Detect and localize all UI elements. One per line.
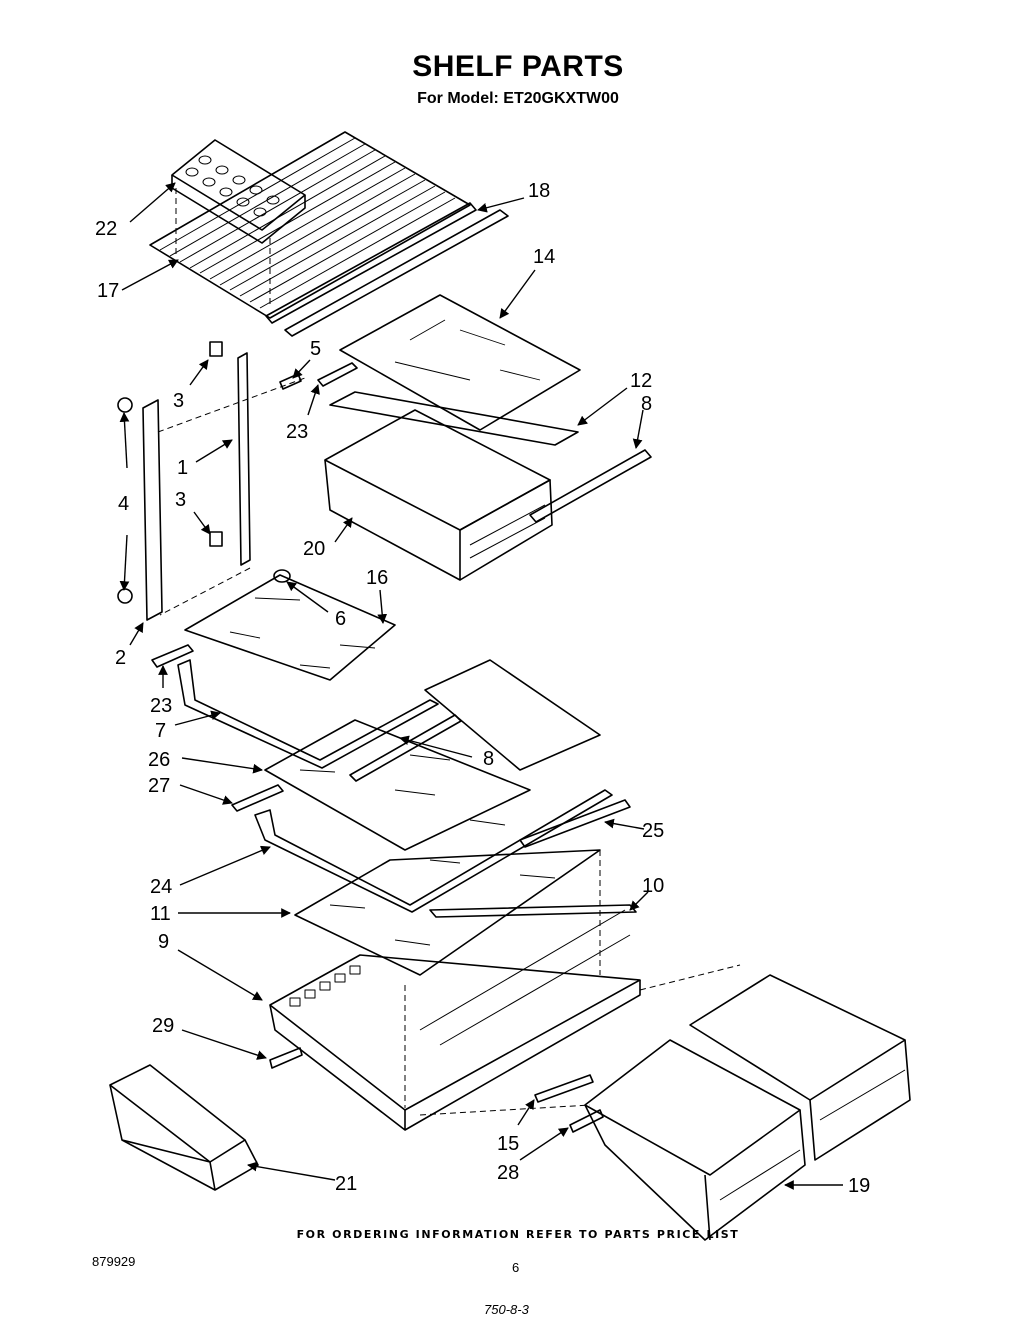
part-1-rail (237, 352, 251, 566)
part-25-trim (519, 799, 631, 848)
part-9-crisper-cover (269, 909, 641, 1131)
model-subtitle: For Model: ET20GKXTW00 (417, 90, 619, 107)
callout-21: 21 (335, 1173, 357, 1195)
part-8-trim-upper (529, 449, 652, 523)
callout-28: 28 (497, 1162, 519, 1184)
callout-2: 2 (115, 647, 126, 669)
part-24-shelf-frame (254, 789, 613, 913)
part-21-door-bin (109, 1064, 259, 1191)
part-12-shelf-frame (329, 391, 579, 446)
callout-14: 14 (533, 246, 555, 268)
callout-7: 7 (155, 720, 166, 742)
callout-15: 15 (497, 1133, 519, 1155)
callout-26: 26 (148, 749, 170, 771)
callout-24: 24 (150, 876, 172, 898)
shelf-assembly-middle (349, 659, 601, 782)
part-17-wire-shelf (149, 131, 477, 324)
part-4-cap-lower (117, 588, 133, 604)
part-29-support (269, 1047, 303, 1069)
part-3-bracket-lower (209, 531, 223, 547)
part-3-bracket-upper (209, 341, 223, 357)
callout-10: 10 (642, 875, 664, 897)
part-28-rail (569, 1109, 604, 1133)
callout-9: 9 (158, 931, 169, 953)
callout-18: 18 (528, 180, 550, 202)
callout-6: 6 (335, 608, 346, 630)
callout-22: 22 (95, 218, 117, 240)
part-19-crisper-drawers (584, 974, 911, 1241)
part-23-support-upper (317, 362, 358, 387)
part-18-shelf-trim (284, 209, 509, 337)
part-20-crisper-drawer (324, 409, 553, 581)
callout-3-lower: 3 (175, 489, 186, 511)
callout-1: 1 (177, 457, 188, 479)
callout-8-lower: 8 (483, 748, 494, 770)
part-14-glass-shelf (339, 294, 581, 431)
callout-27: 27 (148, 775, 170, 797)
callout-19: 19 (848, 1175, 870, 1197)
part-8-trim-lower (349, 714, 462, 782)
document-number: 879929 (92, 1254, 136, 1269)
callout-23-upper: 23 (286, 421, 308, 443)
callout-5: 5 (310, 338, 321, 360)
callout-11: 11 (150, 903, 171, 925)
page-number: 6 (512, 1260, 520, 1275)
part-26-glass-shelf (264, 719, 531, 851)
part-5-screw (279, 373, 302, 390)
callout-20: 20 (303, 538, 325, 560)
callout-4: 4 (118, 493, 129, 515)
callout-3-upper: 3 (173, 390, 184, 412)
part-15-rail (534, 1074, 594, 1103)
callout-12: 12 (630, 370, 652, 392)
part-27-support (231, 784, 284, 812)
part-22-ice-tray (171, 139, 306, 244)
callout-29: 29 (152, 1015, 174, 1037)
ordering-info-note: FOR ORDERING INFORMATION REFER TO PARTS … (296, 1228, 740, 1241)
callout-8-upper: 8 (641, 393, 652, 415)
callout-25: 25 (642, 820, 664, 842)
handwritten-stamp: 750-8-3 (484, 1302, 529, 1317)
part-2-rail (142, 399, 163, 621)
part-7-shelf-frame (177, 659, 439, 769)
part-23-support-lower (151, 644, 194, 668)
part-10-trim (429, 904, 637, 918)
page-title: SHELF PARTS (412, 50, 624, 83)
callout-16: 16 (366, 567, 388, 589)
part-6-clip (273, 569, 291, 583)
callout-17: 17 (97, 280, 119, 302)
callout-23-lower: 23 (150, 695, 172, 717)
part-4-cap-upper (117, 397, 133, 413)
part-16-glass-shelf (184, 574, 396, 681)
